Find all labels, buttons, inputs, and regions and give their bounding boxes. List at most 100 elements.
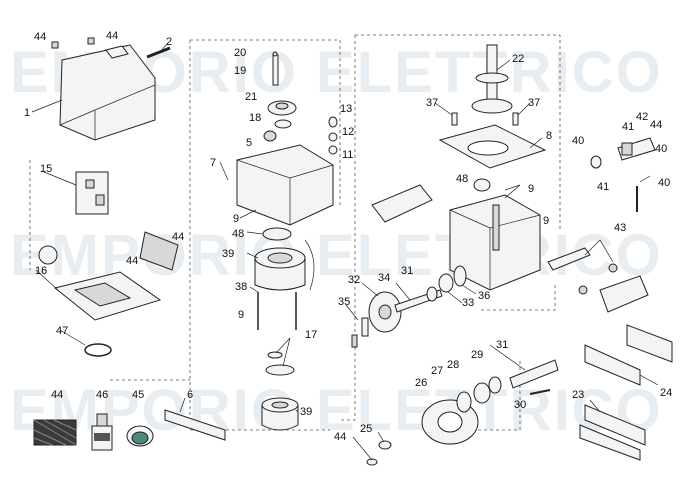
label-44-g: 44: [334, 431, 346, 443]
part-pin-30: [529, 389, 551, 395]
part-labels: 44 44 2 1 15 44 44 16 47 44 46 45 6 20 1…: [24, 30, 672, 443]
label-19: 19: [234, 65, 246, 77]
part-seals-27-29: [456, 376, 502, 413]
part-cover-right: [599, 275, 649, 313]
label-44-b: 44: [106, 30, 118, 42]
part-plate-left: [371, 184, 433, 223]
label-15: 15: [40, 163, 52, 175]
part-washer-25: [366, 440, 392, 466]
part-screws-44-top: [51, 37, 129, 59]
label-18: 18: [249, 112, 261, 124]
part-capacitor-11-13: [328, 116, 338, 155]
part-screw-2: [146, 46, 171, 59]
label-9-b: 9: [238, 309, 244, 321]
label-44-e: 44: [51, 389, 63, 401]
label-41-b: 41: [597, 181, 609, 193]
label-44-a: 44: [34, 31, 46, 43]
watermark: EMPORIO ELETTRICO EMPORIO ELETTRICO EMPO…: [10, 40, 661, 443]
label-11: 11: [342, 149, 353, 161]
label-7: 7: [210, 157, 216, 169]
label-27: 27: [431, 365, 443, 377]
part-release-key-45: [126, 425, 154, 447]
part-seal-48-right: [473, 178, 491, 192]
label-5: 5: [246, 137, 252, 149]
label-41-a: 41: [622, 121, 634, 133]
label-40-a: 40: [572, 135, 584, 147]
part-brackets-43: [547, 247, 618, 295]
part-gasket-8: [438, 124, 547, 169]
part-pins-37: [451, 112, 519, 126]
label-28: 28: [447, 359, 459, 371]
label-9-d: 9: [543, 215, 549, 227]
label-20: 20: [234, 47, 246, 59]
part-arm-40: [590, 137, 656, 212]
part-oring-47: [84, 343, 112, 357]
part-filter-44: [33, 419, 77, 446]
part-key-35: [351, 317, 369, 348]
label-39-b: 39: [300, 406, 312, 418]
label-33: 33: [462, 297, 474, 309]
label-40-c: 40: [658, 177, 670, 189]
label-24: 24: [660, 387, 672, 399]
label-22: 22: [512, 53, 524, 65]
label-43: 43: [614, 222, 626, 234]
part-bracket-6: [164, 409, 226, 441]
part-brackets-23: [579, 404, 646, 461]
part-connector-44: [139, 231, 179, 271]
label-39-a: 39: [222, 248, 234, 260]
label-23: 23: [572, 389, 584, 401]
label-12: 12: [342, 126, 354, 138]
label-38: 38: [235, 281, 247, 293]
part-gear-shaft-22: [471, 44, 513, 114]
label-46: 46: [96, 389, 108, 401]
part-housing-9-right: [449, 194, 541, 291]
label-16: 16: [35, 265, 47, 277]
label-13: 13: [340, 103, 352, 115]
label-8: 8: [546, 130, 552, 142]
label-9-a: 9: [233, 213, 239, 225]
label-40-b: 40: [655, 143, 667, 155]
part-washers-17: [265, 351, 295, 376]
label-1: 1: [24, 107, 30, 119]
label-30: 30: [514, 399, 526, 411]
part-bolts-38: [257, 292, 297, 330]
part-board-15: [75, 171, 109, 215]
part-cover: [59, 44, 156, 141]
part-bearings-33-36: [426, 265, 467, 302]
part-housing-9-mid: [236, 144, 334, 226]
label-44-f: 44: [650, 119, 662, 131]
label-35: 35: [338, 296, 350, 308]
label-31-a: 31: [401, 265, 413, 277]
label-26: 26: [415, 377, 427, 389]
label-2: 2: [166, 36, 172, 48]
label-47: 47: [56, 325, 68, 337]
label-44-d: 44: [126, 255, 138, 267]
label-6: 6: [187, 389, 193, 401]
label-37-b: 37: [528, 97, 540, 109]
label-48-b: 48: [456, 173, 468, 185]
part-output-shaft-31: [509, 359, 559, 389]
part-base-16: [38, 245, 162, 321]
label-17: 17: [305, 329, 317, 341]
label-34: 34: [378, 272, 390, 284]
label-48-a: 48: [232, 228, 244, 240]
part-shaft-19-20: [272, 51, 279, 86]
part-rotor-39: [261, 397, 299, 431]
part-motor-39: [254, 239, 315, 291]
part-pulley-21: [267, 100, 297, 116]
leader-lines: [31, 43, 659, 461]
label-31-b: 31: [496, 339, 508, 351]
label-32: 32: [348, 274, 360, 286]
label-45: 45: [132, 389, 144, 401]
label-25: 25: [360, 423, 372, 435]
label-9-c: 9: [528, 183, 534, 195]
part-guards-24: [584, 324, 673, 386]
part-seal-48-mid: [262, 227, 292, 241]
part-gear-32: [368, 291, 402, 333]
part-oil-bottle-46: [91, 413, 113, 451]
label-44-c: 44: [172, 231, 184, 243]
label-36: 36: [478, 290, 490, 302]
label-42: 42: [636, 111, 648, 123]
